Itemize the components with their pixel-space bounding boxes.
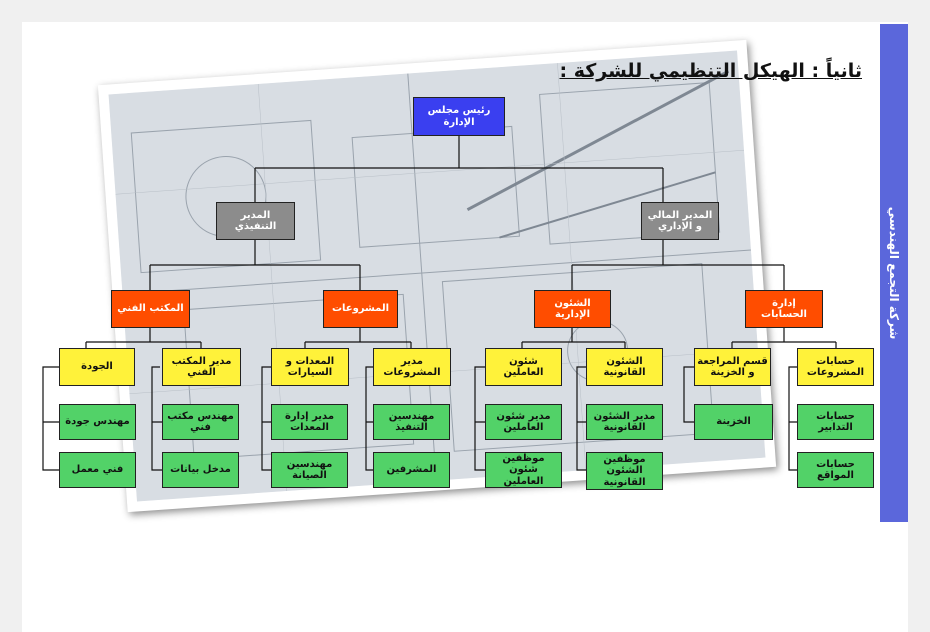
node-accounts: إدارة الحسابات [745,290,823,328]
node-executive-manager: المدير التنفيذي [216,202,295,240]
node-execution-engineers: مهندسين التنفيذ [373,404,450,440]
node-admin-affairs: الشئون الإدارية [534,290,611,328]
page-heading: ثانياً : الهيكل التنظيمي للشركة : [559,60,862,82]
node-personnel-manager: مدير شئون العاملين [485,404,562,440]
node-legal: الشئون القانونية [586,348,663,386]
company-sidebar: شركة التجمع الهندسي [880,24,908,522]
node-equipment: المعدات و السيارات [271,348,349,386]
node-treasury: الخزينة [694,404,773,440]
node-finance-admin-manager: المدير المالي و الإداري [641,202,719,240]
node-legal-staff: موظفين الشئون القانونية [586,452,663,490]
node-data-entry: مدخل بيانات [162,452,239,488]
node-quality-engineer: مهندس جودة [59,404,136,440]
node-tech-office-manager: مدير المكتب الفني [162,348,241,386]
node-maintenance-engineers: مهندسين الصيانة [271,452,348,488]
node-projects: المشروعات [323,290,398,328]
blueprint-image [108,50,766,502]
node-audit-treasury: قسم المراجعة و الخزينة [694,348,771,386]
node-technical-office: المكتب الفني [111,290,190,328]
node-lab-technician: فني معمل [59,452,136,488]
node-tech-office-engineer: مهندس مكتب فني [162,404,239,440]
node-supervisors: المشرفين [373,452,450,488]
node-personnel: شئون العاملين [485,348,562,386]
node-project-accounts: حسابات المشروعات [797,348,874,386]
node-board: رئيس مجلس الإدارة [413,97,505,136]
node-arrangement-accounts: حسابات التدابير [797,404,874,440]
company-name: شركة التجمع الهندسي [887,206,901,340]
node-equipment-manager: مدير إدارة المعدات [271,404,348,440]
node-personnel-staff: موظفين شئون العاملين [485,452,562,488]
node-legal-manager: مدير الشئون القانونية [586,404,663,440]
node-projects-manager: مدير المشروعات [373,348,451,386]
blueprint-photo [97,39,777,513]
node-site-accounts: حسابات المواقع [797,452,874,488]
node-quality: الجودة [59,348,135,386]
